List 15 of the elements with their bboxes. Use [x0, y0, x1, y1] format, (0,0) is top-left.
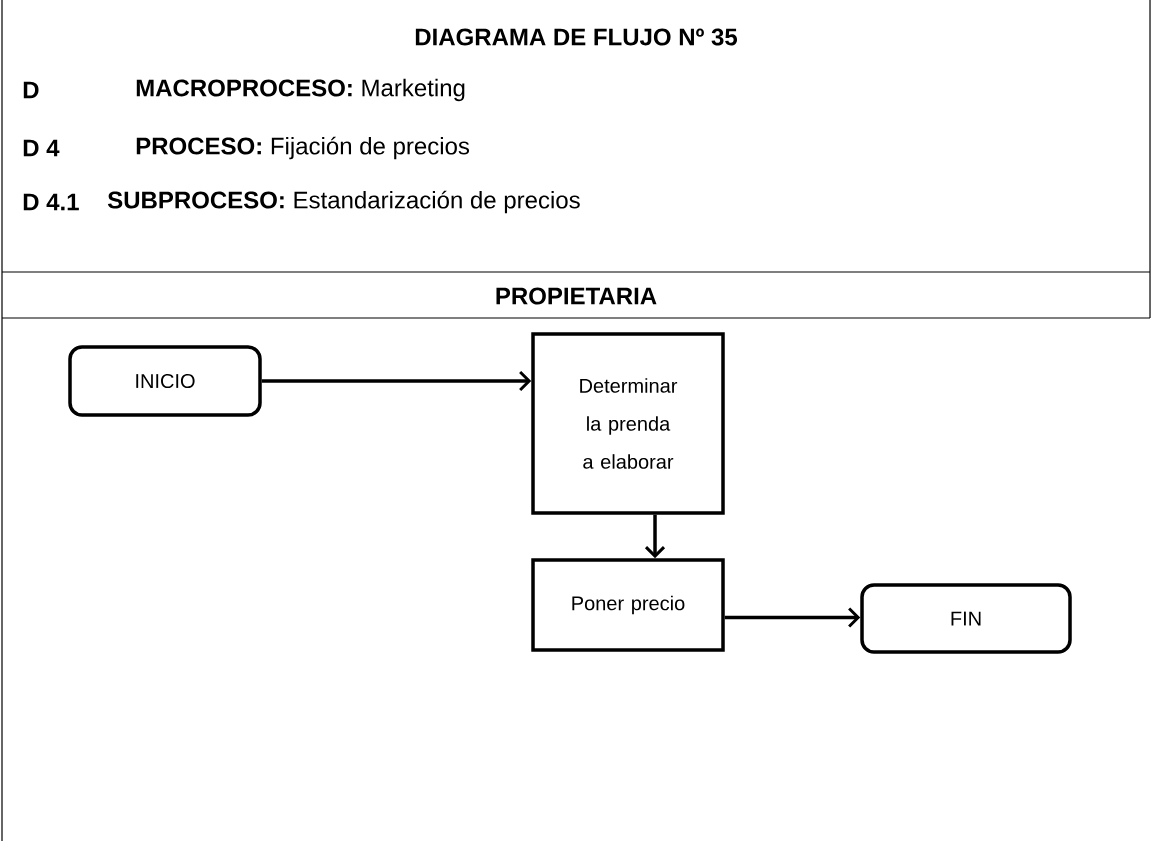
- owner-heading: PROPIETARIA: [496, 287, 657, 305]
- terminal-box: INICIO: [68, 345, 262, 417]
- section-code: D 4: [23, 139, 60, 157]
- header-field: SUBPROCESO: Estandarización de precios: [107, 190, 580, 214]
- terminal-box: FIN: [860, 583, 1072, 654]
- section-code: D: [23, 81, 39, 99]
- arrow: [261, 370, 532, 392]
- arrow: [644, 514, 666, 559]
- section-code: D 4.1: [23, 193, 79, 211]
- process-box: Determinar la prenda a elaborar: [531, 332, 725, 515]
- process-box: Poner precio: [531, 558, 725, 652]
- header-field: MACROPROCESO: Marketing: [136, 78, 465, 102]
- title: DIAGRAMA DE FLUJO Nº 35: [415, 28, 738, 46]
- header-field: PROCESO: Fijación de precios: [136, 136, 470, 160]
- arrow: [724, 607, 861, 628]
